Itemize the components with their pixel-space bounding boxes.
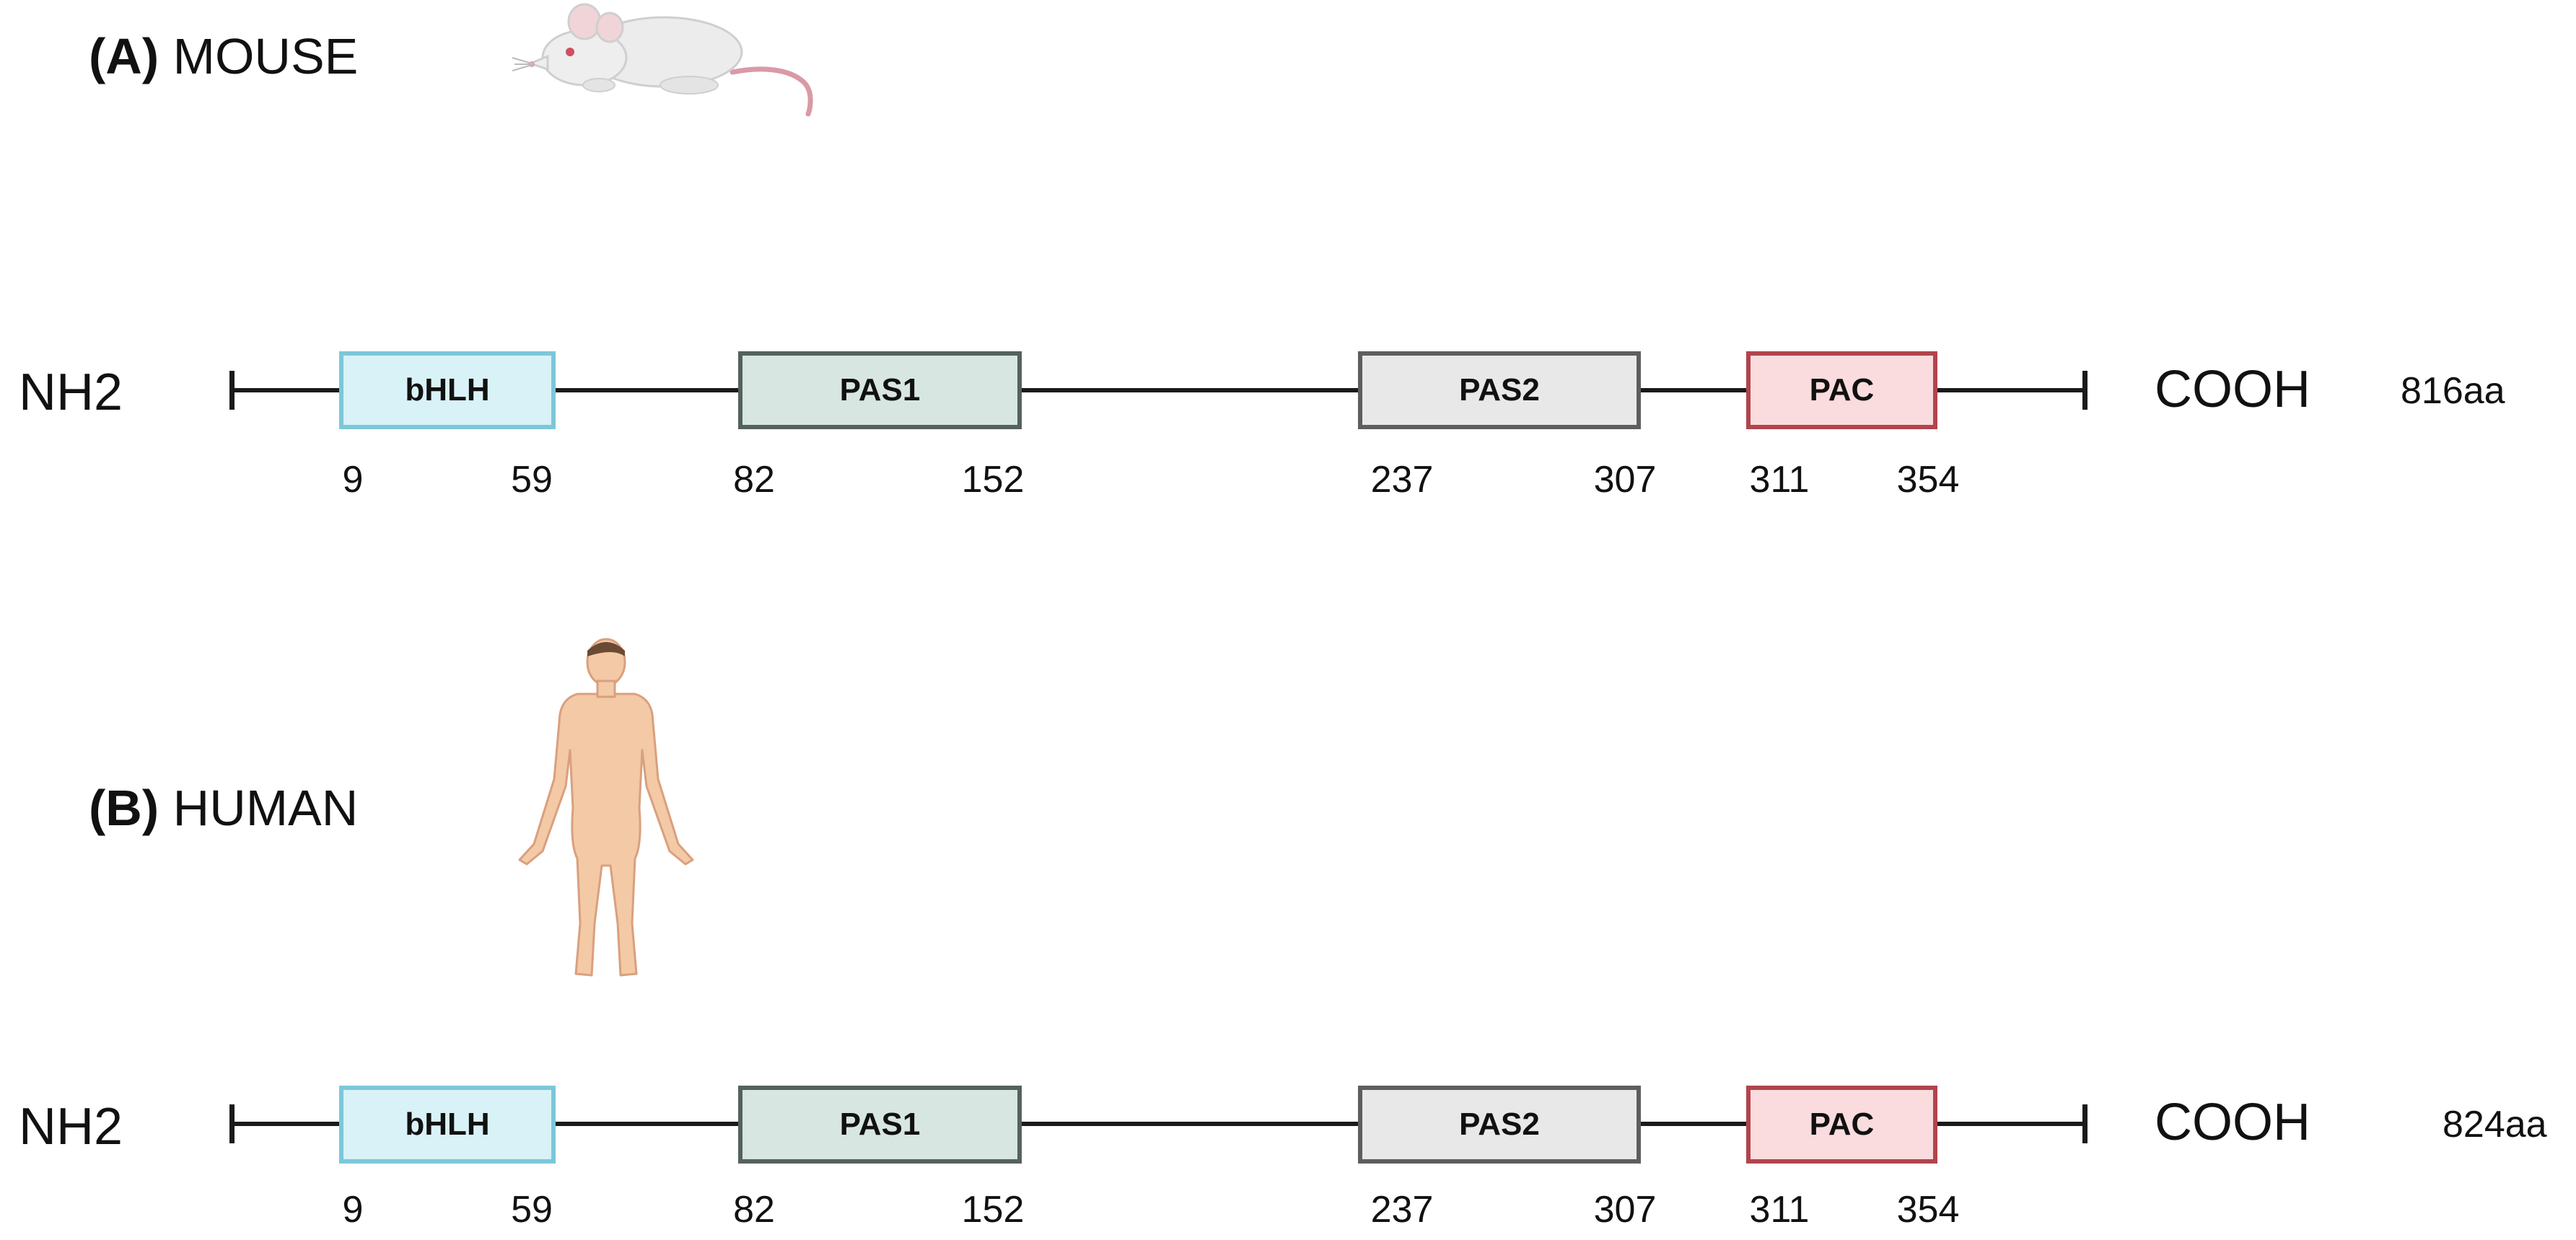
panel-a-c-terminus: COOH: [2155, 361, 2310, 418]
panel-b-domain-pas2: PAS2: [1358, 1086, 1641, 1164]
panel-b-pac-start: 311: [1749, 1189, 1810, 1231]
panel-a-length: 816aa: [2401, 370, 2505, 412]
panel-b-pas2-end: 307: [1593, 1189, 1657, 1231]
panel-a-letter: (A): [89, 28, 159, 84]
panel-b-domain-pac: PAC: [1746, 1086, 1937, 1164]
mouse-illustration: [512, 3, 813, 117]
panel-b-pas1-end: 152: [961, 1189, 1025, 1231]
panel-a-pas2-end: 307: [1593, 459, 1657, 501]
panel-b-bhlh-end: 59: [511, 1189, 553, 1231]
panel-b-letter: (B): [89, 780, 159, 836]
panel-b-domain-pac-label: PAC: [1809, 1107, 1875, 1142]
panel-a-domain-pas2-label: PAS2: [1459, 372, 1540, 408]
panel-a-heading: (A) MOUSE: [89, 27, 358, 85]
panel-a-end-tick: [2082, 371, 2087, 410]
panel-a-domain-pas1: PAS1: [738, 351, 1022, 429]
panel-a-pac-start: 311: [1749, 459, 1810, 501]
panel-a-species: MOUSE: [172, 28, 359, 84]
panel-b-protein-backbone: [231, 1122, 2087, 1126]
panel-a-pas2-start: 237: [1370, 459, 1434, 501]
panel-a-pac-end: 354: [1896, 459, 1960, 501]
panel-b-heading: (B) HUMAN: [89, 779, 358, 837]
panel-a-protein-backbone: [231, 388, 2087, 392]
panel-b-domain-pas1: PAS1: [738, 1086, 1022, 1164]
panel-b-start-tick: [229, 1104, 235, 1143]
panel-b-domain-bhlh: bHLH: [339, 1086, 556, 1164]
panel-a-bhlh-end: 59: [511, 459, 553, 501]
panel-b-pas2-start: 237: [1370, 1189, 1434, 1231]
panel-a-pas1-end: 152: [961, 459, 1025, 501]
human-illustration: [518, 638, 694, 977]
panel-a-domain-pac: PAC: [1746, 351, 1937, 429]
panel-a-n-terminus: NH2: [19, 364, 123, 421]
panel-b-domain-pas2-label: PAS2: [1459, 1107, 1540, 1142]
panel-b-species: HUMAN: [172, 780, 359, 836]
panel-b-domain-pas1-label: PAS1: [839, 1107, 921, 1142]
panel-b-bhlh-start: 9: [342, 1189, 364, 1231]
panel-a-domain-bhlh-label: bHLH: [405, 372, 490, 408]
panel-b-n-terminus: NH2: [19, 1098, 123, 1156]
panel-b-domain-bhlh-label: bHLH: [405, 1107, 490, 1142]
panel-a-domain-bhlh: bHLH: [339, 351, 556, 429]
panel-a-bhlh-start: 9: [342, 459, 364, 501]
panel-a-domain-pas2: PAS2: [1358, 351, 1641, 429]
panel-b-length: 824aa: [2443, 1104, 2547, 1146]
panel-b-pac-end: 354: [1896, 1189, 1960, 1231]
panel-a-domain-pac-label: PAC: [1809, 372, 1875, 408]
panel-b-pas1-start: 82: [733, 1189, 775, 1231]
panel-b-end-tick: [2082, 1104, 2087, 1143]
panel-a-pas1-start: 82: [733, 459, 775, 501]
panel-b-c-terminus: COOH: [2155, 1094, 2310, 1151]
panel-a-start-tick: [229, 371, 235, 410]
panel-a-domain-pas1-label: PAS1: [839, 372, 921, 408]
